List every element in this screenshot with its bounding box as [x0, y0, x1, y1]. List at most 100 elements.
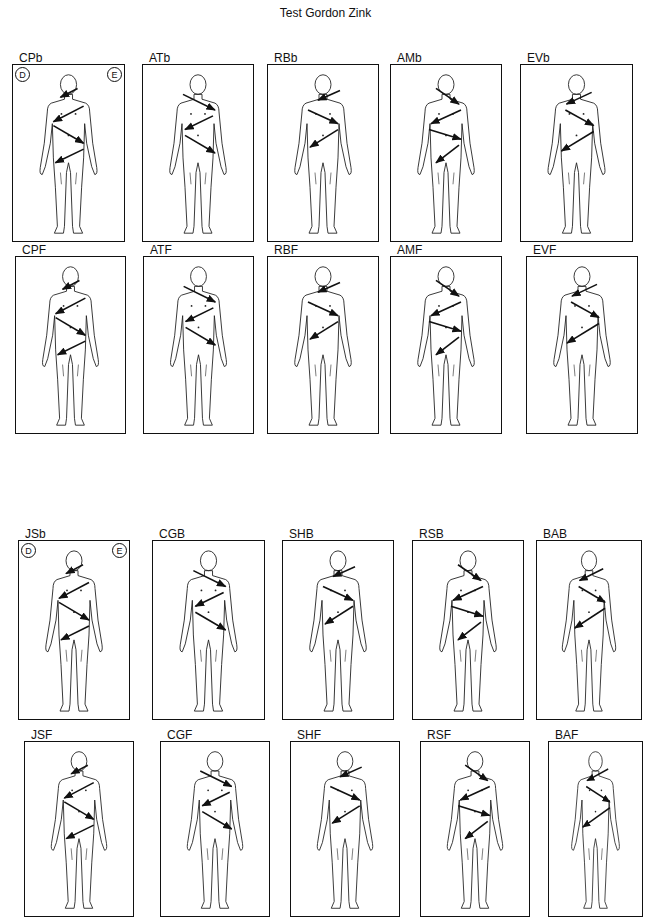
panel-label: EVF [533, 243, 556, 257]
body-outline [295, 267, 352, 425]
direction-arrow [184, 286, 216, 302]
direction-arrow [186, 308, 214, 322]
direction-arrow [185, 116, 213, 130]
body-figure [25, 742, 133, 916]
direction-arrow [56, 298, 86, 314]
heading-holder: RSB [419, 524, 444, 542]
body-figure [391, 257, 501, 433]
direction-arrow [465, 765, 488, 780]
body-chart-panel: CPbDE [12, 64, 125, 242]
direction-arrow [66, 565, 83, 574]
body-figure [13, 65, 124, 241]
heading-holder: AMF [397, 240, 422, 258]
panel-label: CGB [159, 527, 185, 541]
body-figure [549, 742, 642, 916]
panel-label: BAF [555, 728, 578, 742]
body-chart-panel: AMb [390, 64, 502, 242]
direction-arrow [565, 110, 593, 126]
panel-label: CGF [167, 728, 192, 742]
heading-holder: SHB [289, 524, 314, 542]
direction-arrow [195, 612, 225, 630]
heading-holder: CPb [19, 48, 42, 66]
direction-arrow [572, 284, 597, 296]
direction-arrow [436, 145, 459, 163]
body-outline [548, 75, 605, 233]
panel-label: BAB [543, 527, 567, 541]
direction-arrow [333, 567, 355, 577]
body-figure [143, 65, 253, 241]
panel-label: RSF [427, 728, 451, 742]
direction-arrow [59, 583, 89, 599]
body-outline [572, 752, 620, 909]
direction-arrow [571, 302, 599, 318]
direction-arrow [55, 149, 83, 163]
direction-arrow [431, 110, 461, 124]
body-chart-panel: CPF [15, 256, 126, 434]
body-outline [440, 551, 497, 711]
direction-arrow [566, 92, 591, 104]
body-figure [16, 257, 125, 433]
body-figure [161, 742, 269, 916]
direction-arrow [330, 786, 359, 800]
body-chart-panel: JSbDE [18, 540, 130, 720]
heading-holder: ATb [149, 48, 170, 66]
body-chart-panel: SHF [290, 741, 400, 917]
body-chart-panel: ATb [142, 64, 254, 242]
heading-holder: ATF [150, 240, 172, 258]
heading-holder: RBF [274, 240, 298, 258]
direction-arrow [587, 769, 608, 781]
direction-arrow [195, 592, 223, 606]
panel-label: CPF [22, 243, 46, 257]
direction-arrow [64, 802, 93, 819]
circled-letter: E [112, 543, 127, 558]
direction-arrow [579, 586, 605, 602]
direction-arrow [436, 88, 459, 104]
body-chart-panel: RBb [267, 64, 379, 242]
circled-letter-text: E [116, 546, 122, 556]
direction-arrow [200, 771, 231, 786]
heading-holder: EVb [527, 48, 550, 66]
direction-arrow [64, 783, 93, 798]
direction-arrow [575, 608, 605, 628]
body-figure [291, 742, 399, 916]
body-figure [391, 65, 501, 241]
body-chart-panel: AMF [390, 256, 502, 434]
title-holder: Test Gordon Zink [0, 3, 651, 21]
direction-arrow [56, 318, 86, 336]
heading-holder: CGB [159, 524, 185, 542]
heading-holder: RSF [427, 725, 451, 743]
panel-label: RSB [419, 527, 444, 541]
body-outline [418, 267, 475, 425]
body-figure [413, 541, 523, 719]
direction-arrow [332, 806, 359, 823]
body-figure [19, 541, 129, 719]
body-figure [421, 742, 529, 916]
direction-arrow [453, 586, 483, 600]
direction-arrow [567, 323, 599, 343]
panel-label: SHF [297, 728, 321, 742]
direction-arrow [460, 786, 489, 800]
direction-arrow [429, 322, 461, 332]
direction-arrow [436, 337, 459, 355]
body-figure [527, 257, 637, 433]
heading-holder: BAB [543, 524, 567, 542]
panel-label: JSF [31, 728, 52, 742]
direction-arrow [202, 812, 231, 829]
direction-arrow [583, 808, 610, 827]
circled-letter: D [15, 67, 30, 82]
direction-arrow [202, 792, 229, 806]
direction-arrow [458, 622, 481, 640]
direction-arrow [561, 131, 593, 151]
body-outline [562, 551, 615, 711]
direction-arrow [59, 602, 89, 620]
body-outline [43, 267, 99, 425]
direction-arrow [340, 767, 362, 777]
body-figure [268, 65, 378, 241]
direction-arrow [310, 130, 338, 148]
panel-label: AMF [397, 243, 422, 257]
heading-holder: JSb [25, 524, 46, 542]
body-figure [521, 65, 632, 241]
circled-letter: E [107, 67, 122, 82]
heading-holder: SHF [297, 725, 321, 743]
